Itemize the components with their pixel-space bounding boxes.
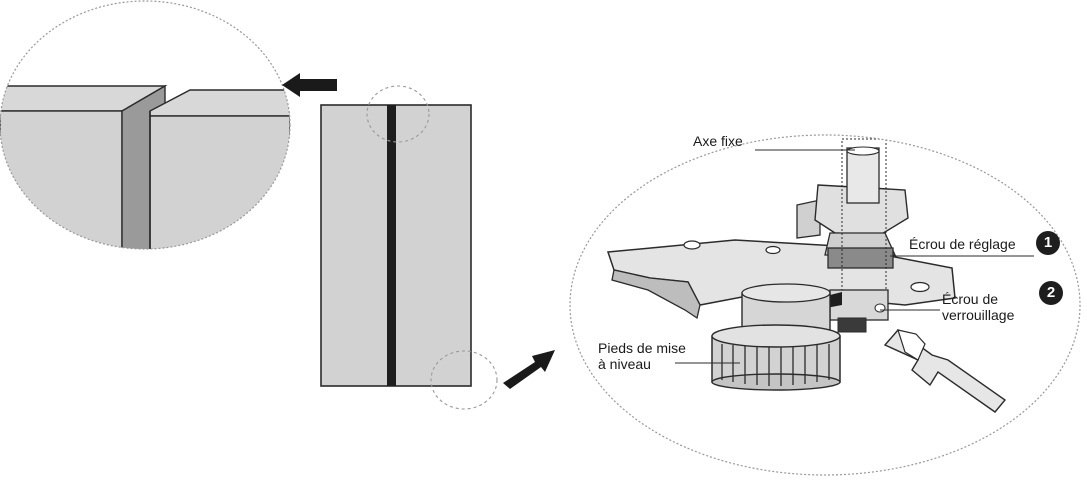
label-leveling-feet-line1: Pieds de mise bbox=[598, 340, 686, 356]
leader-lines bbox=[675, 149, 1034, 364]
step-2-badge: 2 bbox=[1039, 281, 1063, 305]
step-1-badge: 1 bbox=[1036, 231, 1060, 255]
door-front-view bbox=[320, 85, 498, 410]
label-lock-nut-line1: Écrou de bbox=[942, 291, 999, 307]
label-fixed-axis: Axe fixe bbox=[693, 133, 743, 149]
label-lock-nut-line2: verrouillage bbox=[942, 307, 1015, 323]
label-leveling-feet-line2: à niveau bbox=[598, 356, 651, 372]
zoom-leveling-foot-detail bbox=[569, 134, 1081, 476]
arrow-left-icon bbox=[282, 73, 337, 97]
zoom-door-top-detail bbox=[0, 0, 291, 250]
arrow-right-icon bbox=[503, 350, 555, 389]
label-adjusting-nut: Écrou de réglage bbox=[909, 236, 1016, 252]
